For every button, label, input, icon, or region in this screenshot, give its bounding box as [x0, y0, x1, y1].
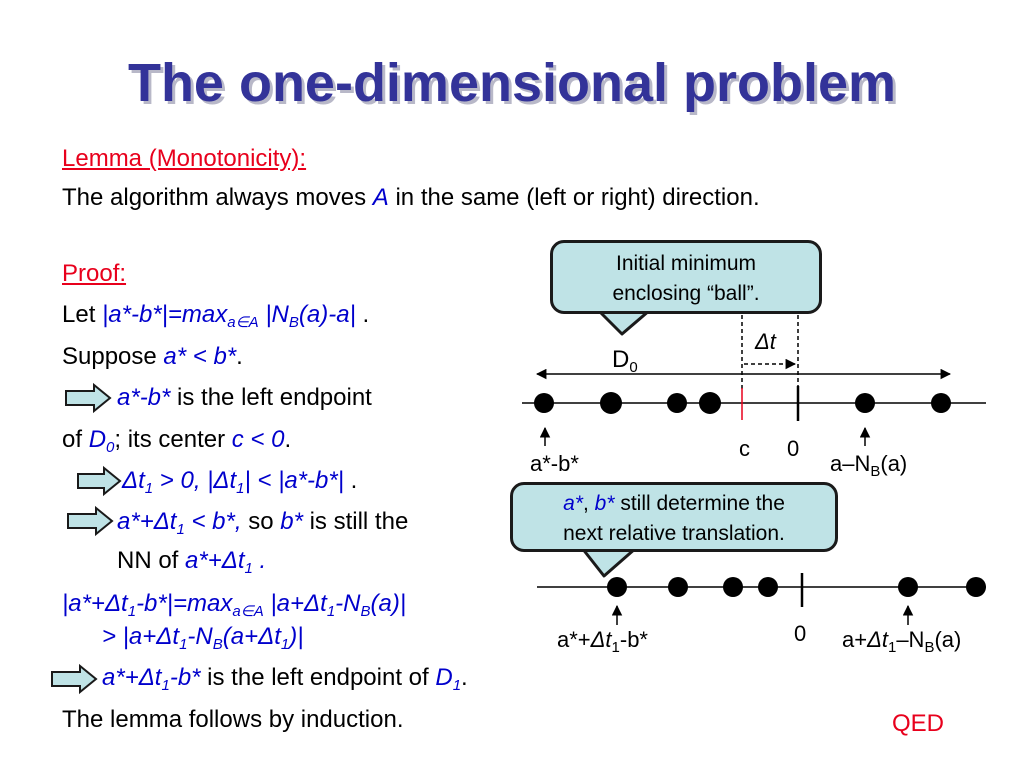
label-a-minus-b: a*-b*	[530, 451, 579, 476]
lemma-heading: Lemma (Monotonicity):	[62, 145, 307, 172]
lemma-var: A	[372, 184, 389, 211]
callout-text: a*, b* still determine the	[563, 492, 785, 515]
callout-tail	[596, 308, 651, 336]
proof-step4-line: a*+Δt1-b* is the left endpoint of D1.	[102, 664, 468, 694]
proof-step3b-line: NN of a*+Δt1 .	[117, 547, 267, 577]
point	[607, 577, 627, 597]
qed-label: QED	[892, 710, 945, 737]
d0-label: D0	[612, 346, 638, 376]
proof-let-line: Let |a*-b*|=maxa∈A |NB(a)-a| .	[62, 301, 370, 331]
points-row-2	[607, 577, 986, 597]
lemma-statement: The algorithm always moves A in the same…	[62, 184, 760, 212]
lemma-text: in the same (left or right) direction.	[388, 184, 760, 211]
point	[668, 577, 688, 597]
point	[898, 577, 918, 597]
point	[855, 393, 875, 413]
point	[699, 392, 721, 414]
proof-step1b-line: of D0; its center c < 0.	[62, 426, 292, 456]
label-zero-1: 0	[787, 436, 800, 461]
points-row-1	[534, 392, 951, 414]
proof-induction-line: The lemma follows by induction.	[62, 706, 404, 733]
point	[758, 577, 778, 597]
page-title: The one-dimensional problem	[127, 53, 897, 113]
label-a-minus-nb: a–NB(a)	[830, 451, 908, 480]
proof-suppose-line: Suppose a* < b*.	[62, 343, 243, 370]
label-zero-2: 0	[794, 621, 807, 646]
callout-text: enclosing “ball”.	[612, 282, 760, 305]
point	[534, 393, 554, 413]
proof-step2-line: Δt1 > 0, |Δt1| < |a*-b*| .	[122, 467, 358, 497]
implies-arrow-icon	[77, 465, 122, 497]
callout-initial-ball: Initial minimum enclosing “ball”.	[550, 240, 822, 314]
lemma-text: The algorithm always moves	[62, 184, 373, 211]
point	[723, 577, 743, 597]
label-a-plus-dt-minus-b: a*+Δt1-b*	[557, 627, 648, 656]
point	[931, 393, 951, 413]
label-center-c: c	[739, 436, 750, 461]
implies-arrow-icon	[67, 505, 114, 537]
implies-arrow-icon	[51, 663, 98, 695]
point	[667, 393, 687, 413]
implies-arrow-icon	[65, 382, 112, 414]
callout-text: Initial minimum	[615, 252, 757, 275]
proof-heading: Proof:	[62, 260, 127, 287]
proof-step3-line: a*+Δt1 < b*, so b* is still the	[117, 508, 409, 538]
proof-step1-line: a*-b* is the left endpoint	[117, 384, 372, 411]
point	[600, 392, 622, 414]
callout-tail	[580, 546, 637, 578]
point	[966, 577, 986, 597]
delta-t-label: Δt	[755, 329, 776, 354]
proof-equation-2: > |a+Δt1-NB(a+Δt1)|	[102, 623, 304, 653]
callout-still-determine: a*, b* still determine the next relative…	[510, 482, 838, 552]
callout-text: next relative translation.	[563, 522, 785, 545]
proof-equation-1: |a*+Δt1-b*|=maxa∈A |a+Δt1-NB(a)|	[62, 590, 407, 620]
label-a-plus-dt-minus-nb: a+Δt1–NB(a)	[842, 627, 962, 656]
